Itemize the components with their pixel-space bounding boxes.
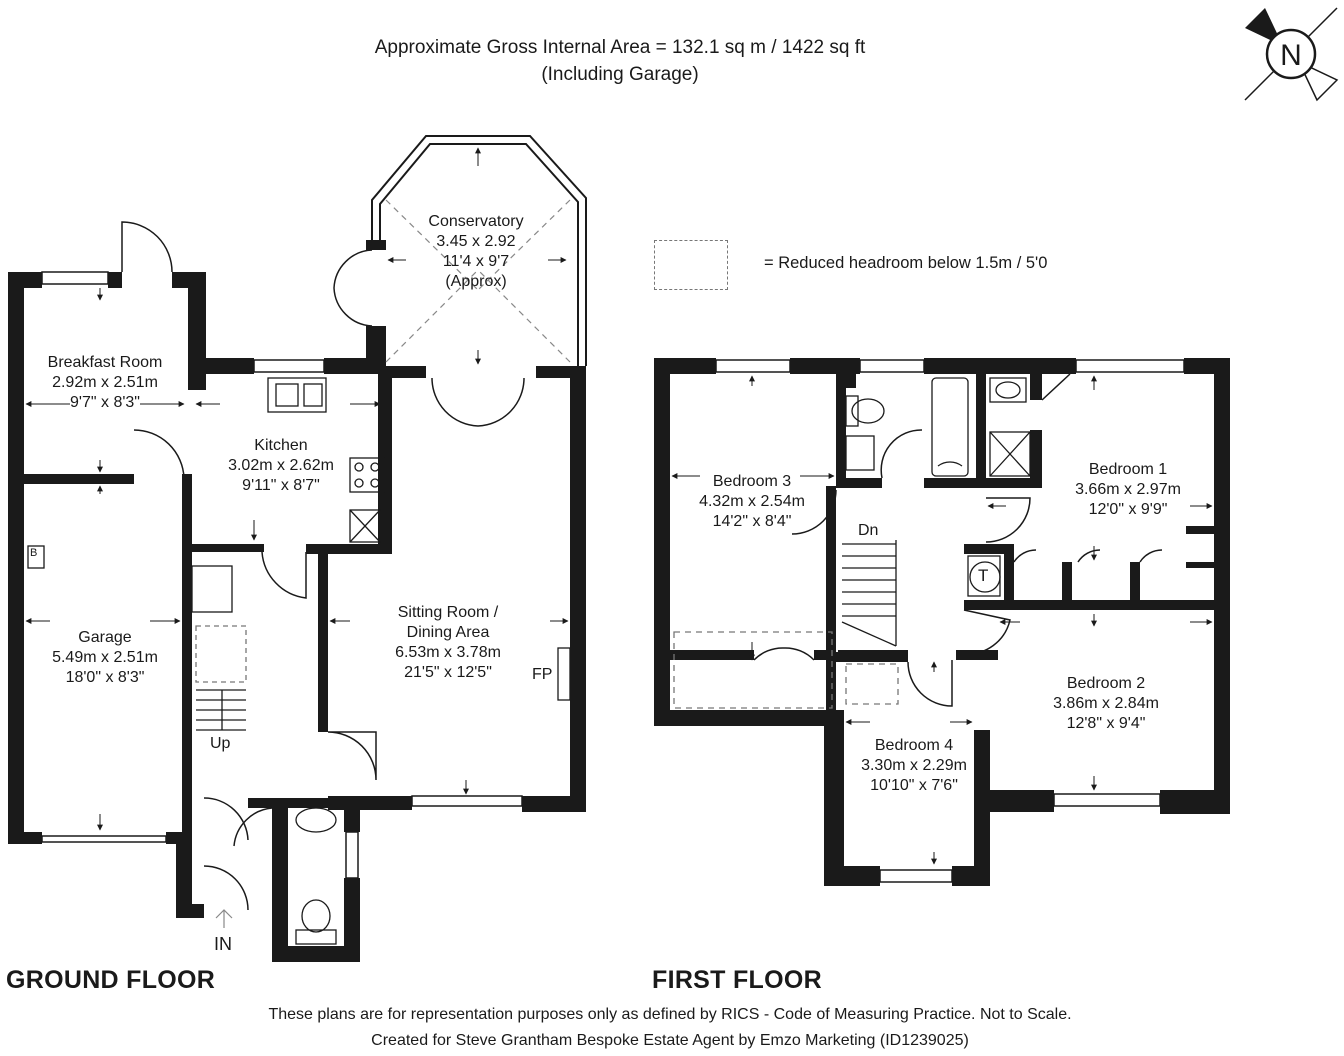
room-imperial: 9'7" x 8'3" <box>70 394 140 411</box>
room-name: Bedroom 4 <box>874 737 954 754</box>
room-label-bedroom4: Bedroom 4 3.30m x 2.29m 10'10" x 7'6" <box>861 736 967 796</box>
room-metric: 3.02m x 2.62m <box>228 457 334 474</box>
room-name: Bedroom 3 <box>712 473 792 490</box>
room-name: Garage <box>78 629 132 646</box>
stairs-down-tag: Dn <box>858 522 879 539</box>
conservatory-frame <box>371 135 587 366</box>
room-metric: 4.32m x 2.54m <box>699 493 805 510</box>
room-label-conservatory: Conservatory 3.45 x 2.92 11'4 x 9'7 (App… <box>428 212 523 292</box>
room-metric: 3.30m x 2.29m <box>861 757 967 774</box>
room-metric: 6.53m x 3.78m <box>395 644 501 661</box>
ground-doors <box>121 221 525 911</box>
room-label-garage: Garage 5.49m x 2.51m 18'0" x 8'3" <box>52 628 158 688</box>
room-name: Conservatory <box>428 213 524 230</box>
room-label-bedroom2: Bedroom 2 3.86m x 2.84m 12'8" x 9'4" <box>1053 674 1159 734</box>
first-windows <box>715 359 1185 883</box>
ground-floor-title: GROUND FLOOR <box>6 966 216 994</box>
stairs-up-tag: Up <box>210 735 231 752</box>
first-floor-title: FIRST FLOOR <box>652 966 822 994</box>
room-name-2: Dining Area <box>406 624 490 641</box>
entrance-tag: IN <box>214 934 232 954</box>
ground-floor-walls <box>8 240 586 962</box>
room-label-breakfast: Breakfast Room 2.92m x 2.51m 9'7" x 8'3" <box>48 353 163 413</box>
room-metric: 5.49m x 2.51m <box>52 649 158 666</box>
room-name: Breakfast Room <box>47 354 163 371</box>
room-imperial: 21'5" x 12'5" <box>404 664 492 681</box>
room-label-bedroom1: Bedroom 1 3.66m x 2.97m 12'0" x 9'9" <box>1075 460 1181 520</box>
room-metric: 3.86m x 2.84m <box>1053 695 1159 712</box>
disclaimer-text: These plans are for representation purpo… <box>268 1006 1072 1023</box>
room-metric: 3.45 x 2.92 <box>436 233 516 250</box>
area-summary: Approximate Gross Internal Area = 132.1 … <box>280 34 960 88</box>
first-fixtures <box>841 377 1031 647</box>
reduced-headroom-areas <box>673 631 899 709</box>
room-imperial: 10'10" x 7'6" <box>870 777 958 794</box>
headroom-legend-swatch <box>654 240 728 290</box>
room-name: Sitting Room / <box>397 604 499 621</box>
room-label-kitchen: Kitchen 3.02m x 2.62m 9'11" x 8'7" <box>228 436 334 496</box>
room-imperial: 12'0" x 9'9" <box>1088 501 1168 518</box>
gross-area-text: Approximate Gross Internal Area = 132.1 … <box>374 37 866 58</box>
room-imperial: 14'2" x 8'4" <box>712 513 792 530</box>
room-metric: 3.66m x 2.97m <box>1075 481 1181 498</box>
boiler-tag: B <box>30 547 38 559</box>
room-name: Bedroom 2 <box>1066 675 1146 692</box>
credit-text: Created for Steve Grantham Bespoke Estat… <box>371 1032 969 1049</box>
first-dimension-arrows <box>671 375 1213 865</box>
room-imperial: 9'11" x 8'7" <box>242 477 320 494</box>
room-name: Kitchen <box>254 437 308 454</box>
ground-windows <box>41 271 523 879</box>
first-doors <box>753 373 1163 707</box>
room-label-bedroom3: Bedroom 3 4.32m x 2.54m 14'2" x 8'4" <box>699 472 805 532</box>
room-note: (Approx) <box>445 273 507 290</box>
garage-note: (Including Garage) <box>541 64 699 85</box>
headroom-legend-text: = Reduced headroom below 1.5m / 5'0 <box>764 254 1048 272</box>
compass-north-icon: N <box>1244 7 1339 102</box>
room-imperial: 12'8" x 9'4" <box>1066 715 1146 732</box>
entrance-arrow-icon <box>215 909 233 928</box>
room-imperial: 18'0" x 8'3" <box>65 669 145 686</box>
room-imperial: 11'4 x 9'7 <box>442 253 510 270</box>
ground-dimension-arrows <box>25 147 569 831</box>
room-label-sitting: Sitting Room / Dining Area 6.53m x 3.78m… <box>395 603 501 683</box>
compass-letter: N <box>1280 39 1302 72</box>
tank-tag: T <box>978 566 989 585</box>
ground-fixtures <box>27 377 571 945</box>
room-name: Bedroom 1 <box>1088 461 1168 478</box>
fireplace-tag: FP <box>532 666 553 683</box>
room-metric: 2.92m x 2.51m <box>52 374 158 391</box>
first-floor-walls <box>654 358 1230 886</box>
